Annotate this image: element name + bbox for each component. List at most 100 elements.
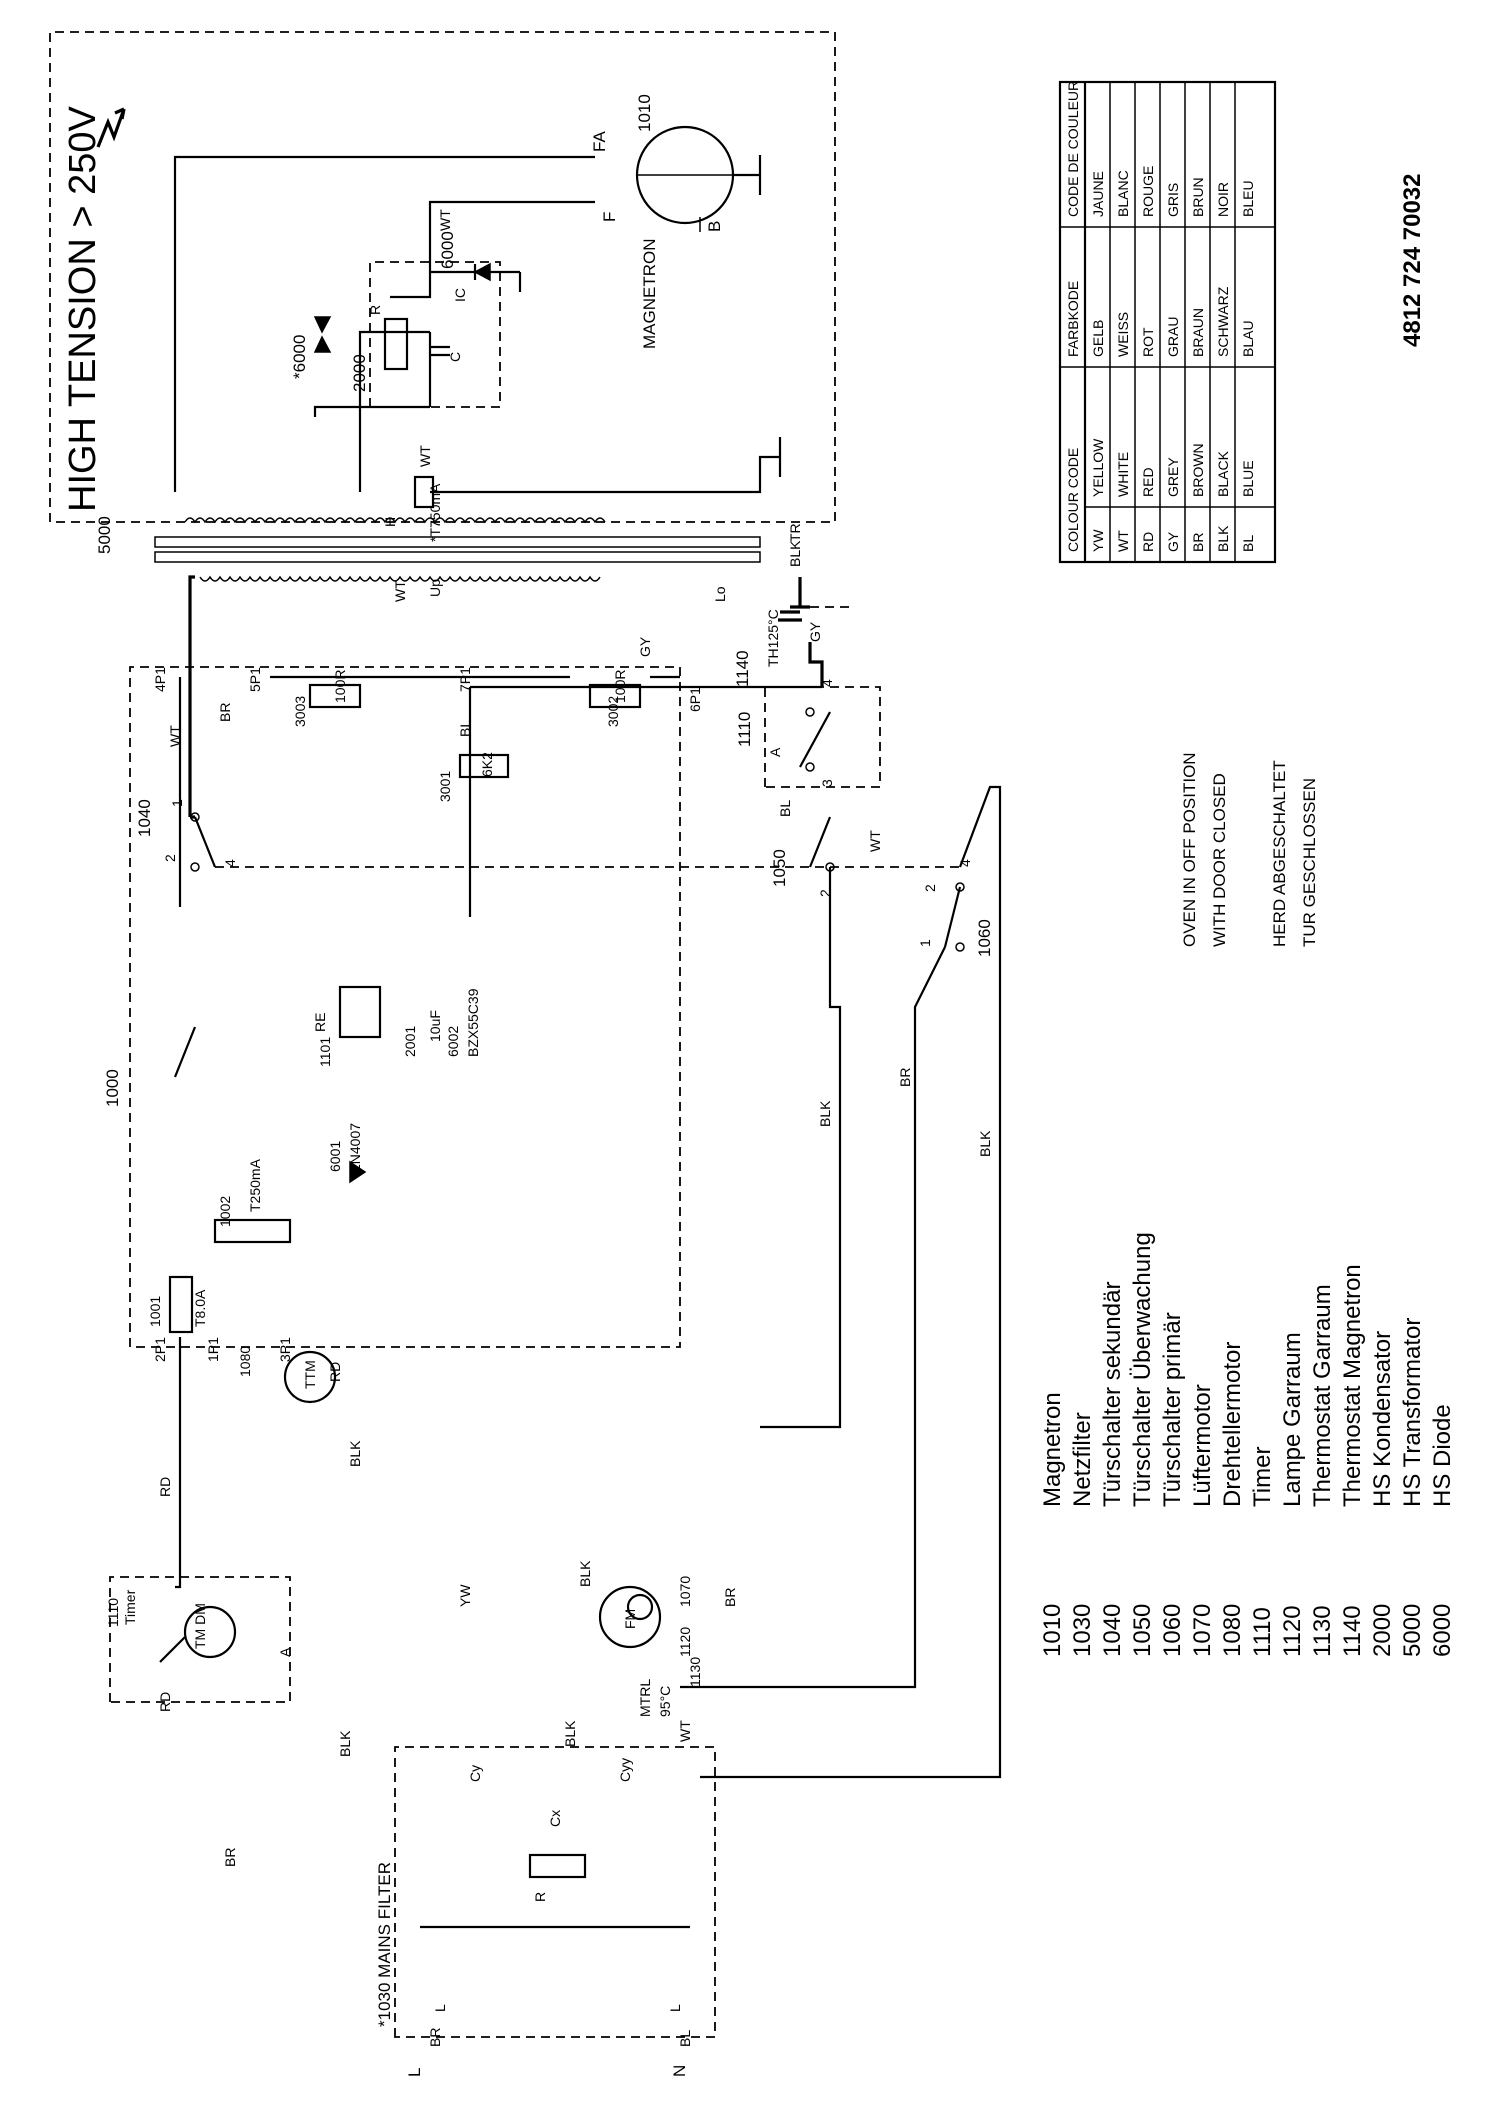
- magnetron-name: MAGNETRON: [640, 239, 659, 350]
- svg-text:Lüftermotor: Lüftermotor: [1189, 1384, 1216, 1507]
- blk-ttm-label: BLK: [347, 1440, 363, 1467]
- rd-ttm-label: RD: [327, 1362, 343, 1382]
- svg-text:1110: 1110: [1249, 1607, 1276, 1657]
- door-switches: 1040 2 1 4 1050 2 1060 4 2 1 WT BLK BR B…: [135, 785, 1002, 1779]
- blk-mid-label: BLK: [817, 1100, 833, 1127]
- switch-1050-ref: 1050: [770, 849, 789, 887]
- timer-1110: TM DM 1110 Timer A RD RD: [105, 1337, 293, 1712]
- wt-hv-label: WT: [437, 209, 453, 231]
- resistor-3001: [458, 753, 510, 779]
- mains-n: N: [670, 2065, 689, 2077]
- board-ref: 1000: [103, 1069, 122, 1107]
- legend-row-1070: 1070 Lüftermotor: [1189, 1384, 1216, 1657]
- hs-diode-mark: *6000: [290, 335, 309, 379]
- table-header-colour: COLOUR CODE: [1065, 448, 1081, 552]
- hs-transformer: 5000 TR BLK Up Lo WT: [95, 516, 803, 602]
- fan-motor: [598, 1585, 662, 1649]
- svg-text:1080: 1080: [1219, 1604, 1246, 1657]
- fuse-1001-rating: T8.0A: [192, 1289, 208, 1327]
- filter-l2: L: [667, 2004, 683, 2012]
- r3002-value: 100R: [612, 670, 628, 703]
- svg-text:HS Transformator: HS Transformator: [1399, 1318, 1426, 1507]
- hs-cap-c: C: [447, 352, 463, 362]
- bl-1110-label: BL: [777, 800, 793, 817]
- oven-thermostat-rating: 95°C: [657, 1686, 673, 1717]
- svg-text:RD: RD: [1140, 532, 1156, 552]
- svg-text:6000: 6000: [1429, 1604, 1456, 1657]
- filter-l1: L: [432, 2004, 448, 2012]
- filter-cyy: Cyy: [617, 1758, 633, 1782]
- relay-contact: [173, 1026, 197, 1078]
- zener-ref: 6002: [445, 1026, 461, 1057]
- svg-text:5000: 5000: [1399, 1604, 1426, 1657]
- pin-5p1: 5P1: [247, 667, 263, 692]
- br-right-label: BR: [897, 1068, 913, 1087]
- r3001-ref: 3001: [437, 771, 453, 802]
- thermostat-1140-ref: 1140: [733, 650, 752, 687]
- up-label: Up: [427, 579, 443, 597]
- part-number: 4812 724 70032: [1399, 173, 1426, 347]
- wt-up-label: WT: [392, 580, 408, 602]
- yw-label: YW: [457, 1584, 473, 1607]
- magnetron-ref: 1010: [635, 94, 654, 132]
- filter-cx: Cx: [547, 1810, 563, 1827]
- svg-text:NOIR: NOIR: [1215, 182, 1231, 217]
- relay-ref: 1101: [317, 1037, 333, 1067]
- loads: TTM 1080 RD BLK FM 1070 1120 MTRL 95°C 1…: [237, 1346, 738, 1757]
- notes: OVEN IN OFF POSITION WITH DOOR CLOSED HE…: [1180, 752, 1319, 947]
- svg-text:Timer: Timer: [1249, 1447, 1276, 1507]
- svg-text:ROUGE: ROUGE: [1140, 166, 1156, 217]
- primary-wiring: WT BL BL: [167, 575, 824, 917]
- svg-text:SCHWARZ: SCHWARZ: [1215, 286, 1231, 357]
- svg-text:1010: 1010: [1039, 1604, 1066, 1657]
- svg-text:Türschalter primär: Türschalter primär: [1159, 1312, 1186, 1507]
- timer-motor: [183, 1605, 237, 1659]
- hs-cap-ic: IC: [452, 288, 468, 302]
- turntable-motor: [283, 1350, 337, 1404]
- note-3: HERD ABGESCHALTET: [1270, 760, 1289, 947]
- oven-thermostat-name: MTRL: [637, 1679, 653, 1717]
- fuse-1002-rating: T250mA: [247, 1158, 263, 1212]
- term-3-1110: 3: [819, 779, 835, 787]
- bl-n-label: BL: [677, 2030, 693, 2047]
- diode-6001-type: 1N4007: [347, 1123, 363, 1172]
- svg-text:1130: 1130: [1309, 1605, 1336, 1657]
- svg-text:1140: 1140: [1339, 1605, 1366, 1657]
- timer-contact-ref: 1110: [735, 712, 754, 747]
- legend-row-5000: 5000 HS Transformator: [1399, 1318, 1426, 1657]
- resistor-3003: [308, 683, 362, 709]
- br-l-label: BR: [427, 2028, 443, 2047]
- svg-text:BRUN: BRUN: [1190, 177, 1206, 217]
- svg-text:Drehtellermotor: Drehtellermotor: [1219, 1342, 1246, 1507]
- switch-1040-ref: 1040: [135, 799, 154, 837]
- mains-l: L: [405, 2068, 424, 2077]
- svg-text:Thermostat Magnetron: Thermostat Magnetron: [1339, 1264, 1366, 1507]
- table-header-farbkode: FARBKODE: [1065, 281, 1081, 357]
- filter-r: R: [532, 1892, 548, 1902]
- magnetron-pin-f: F: [600, 212, 619, 222]
- svg-text:GRAU: GRAU: [1165, 317, 1181, 357]
- br-main-label: BR: [222, 1848, 238, 1867]
- hs-capacitor-resistor: [383, 317, 409, 371]
- svg-text:BLACK: BLACK: [1215, 450, 1231, 497]
- turntable-motor-ref: 1080: [237, 1346, 253, 1377]
- magnetron: 1010 MAGNETRON FA F B: [590, 94, 762, 350]
- hv-fuse-h: H: [382, 517, 398, 527]
- svg-text:1070: 1070: [1189, 1604, 1216, 1657]
- cap-2001-value: 10uF: [427, 1010, 443, 1042]
- legend-row-1110: 1110 Timer: [1249, 1447, 1276, 1657]
- svg-text:WT: WT: [1115, 530, 1131, 552]
- svg-text:Netzfilter: Netzfilter: [1069, 1412, 1096, 1507]
- svg-text:1040: 1040: [1099, 1604, 1126, 1657]
- svg-text:GREY: GREY: [1165, 457, 1181, 497]
